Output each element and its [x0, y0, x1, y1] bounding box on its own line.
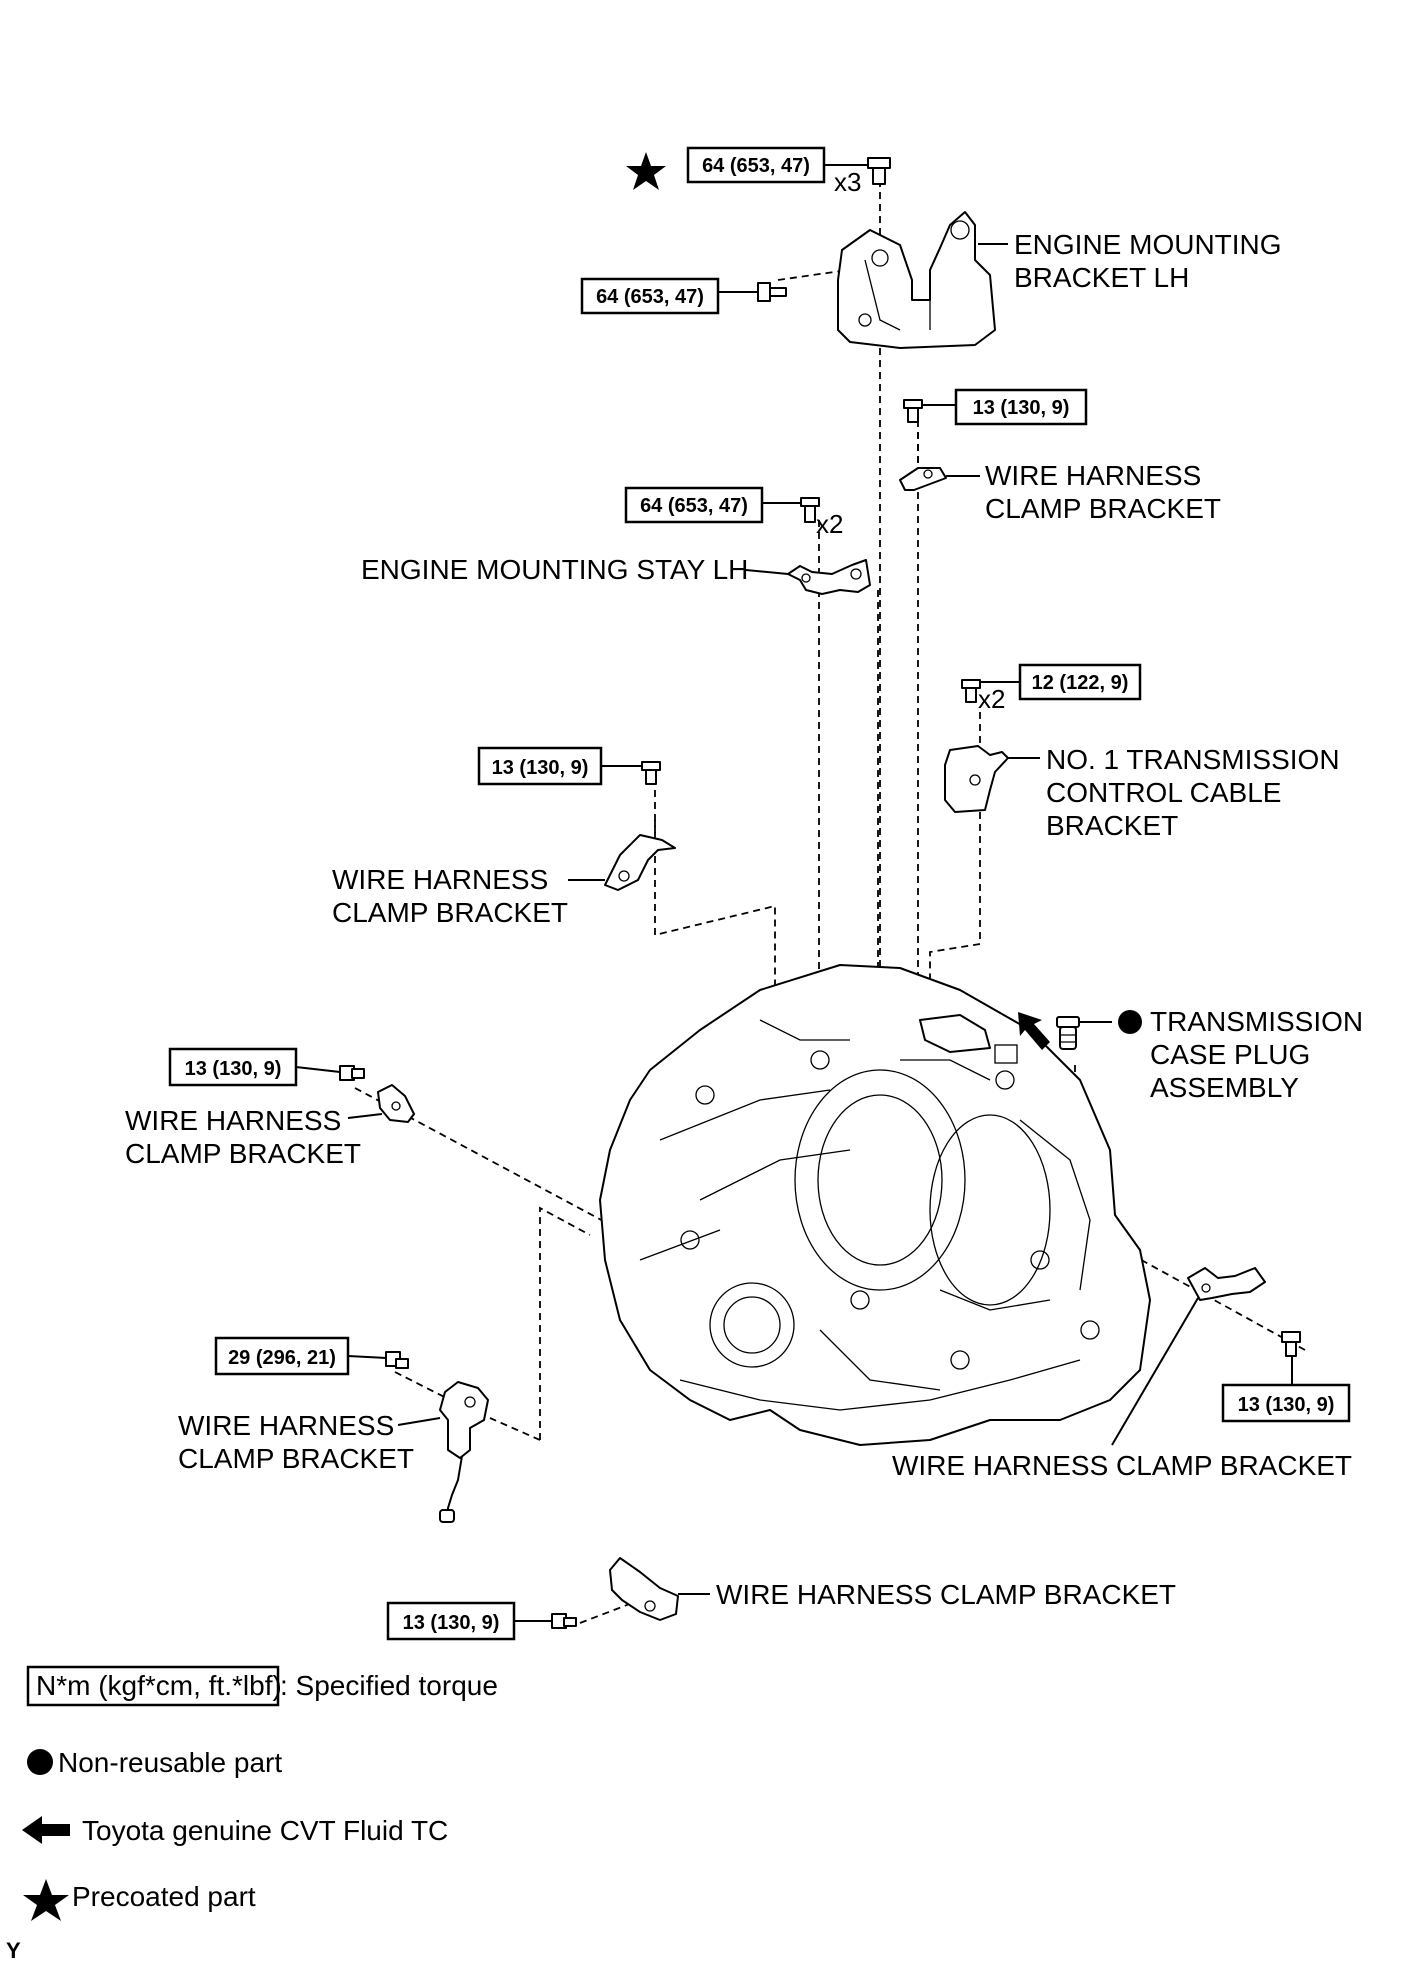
- label-case-plug-3: ASSEMBLY: [1150, 1072, 1299, 1103]
- arrow-left-icon: [22, 1816, 70, 1844]
- label-case-plug-2: CASE PLUG: [1150, 1039, 1310, 1070]
- legend-torque-text: : Specified torque: [280, 1670, 498, 1701]
- torque-mid-clamp: 13 (130, 9): [492, 757, 589, 779]
- transmission-case-plug: [1018, 1012, 1080, 1050]
- part-labels: ENGINE MOUNTING BRACKET LH WIRE HARNESS …: [125, 229, 1363, 1610]
- cable-bracket: [944, 745, 1009, 813]
- engine-mounting-stay-lh: [787, 559, 871, 595]
- torque-cable-bracket: 12 (122, 9): [1032, 672, 1129, 694]
- legend-torque-units: N*m (kgf*cm, ft.*lbf): [36, 1670, 282, 1701]
- bolt-right-clamp: [1281, 1331, 1301, 1357]
- label-engine-mounting-bracket-1: ENGINE MOUNTING: [1014, 229, 1282, 260]
- label-case-plug-1: TRANSMISSION: [1150, 1006, 1363, 1037]
- bolt-bracket-side: [757, 282, 787, 302]
- label-cable-bracket-1: NO. 1 TRANSMISSION: [1046, 744, 1340, 775]
- bolt-lower-left-clamp: [385, 1351, 409, 1369]
- qty-cable-bracket: x2: [978, 684, 1005, 714]
- label-wh-clamp-bottom: WIRE HARNESS CLAMP BRACKET: [716, 1579, 1176, 1610]
- torque-box-right: [1221, 1383, 1351, 1423]
- bolt-mid-clamp: [641, 761, 661, 785]
- bolt-bottom-clamp: [551, 1613, 577, 1629]
- torque-stay: 64 (653, 47): [640, 495, 748, 517]
- label-cable-bracket-2: CONTROL CABLE: [1046, 777, 1281, 808]
- label-wh-clamp-left-2: CLAMP BRACKET: [125, 1138, 361, 1169]
- torque-callouts: 64 (653, 47) x3 64 (653, 47) 13 (130, 9)…: [168, 146, 1351, 1641]
- wh-clamp-bracket-lower: [439, 1381, 489, 1523]
- qty-top: x3: [834, 167, 861, 197]
- label-wh-clamp-mid-2: CLAMP BRACKET: [332, 897, 568, 928]
- wh-clamp-bracket-left: [377, 1084, 415, 1123]
- transmission-assembly: [599, 964, 1151, 1446]
- label-cable-bracket-3: BRACKET: [1046, 810, 1178, 841]
- legend-torque-box: [26, 1665, 280, 1707]
- label-engine-mounting-bracket-2: BRACKET LH: [1014, 262, 1189, 293]
- bolt-top: [867, 157, 891, 185]
- corner-mark: Y: [6, 1938, 21, 1963]
- wh-clamp-bracket-upper: [899, 467, 947, 491]
- legend: N*m (kgf*cm, ft.*lbf) : Specified torque…: [6, 1665, 498, 1963]
- label-wh-clamp-upper-1: WIRE HARNESS: [985, 460, 1201, 491]
- torque-box-upper-clamp: [954, 388, 1088, 426]
- torque-right: 13 (130, 9): [1238, 1394, 1335, 1416]
- torque-upper-clamp: 13 (130, 9): [973, 397, 1070, 419]
- engine-mounting-bracket-lh: [837, 211, 996, 349]
- legend-precoated: Precoated part: [72, 1881, 256, 1912]
- filled-circle-icon: [27, 1749, 53, 1775]
- torque-lower-left: 29 (296, 21): [228, 1347, 336, 1369]
- bolts: [339, 157, 1301, 1629]
- qty-stay: x2: [816, 509, 843, 539]
- label-wh-clamp-right: WIRE HARNESS CLAMP BRACKET: [892, 1450, 1352, 1481]
- torque-left-clamp: 13 (130, 9): [185, 1058, 282, 1080]
- wh-clamp-bracket-right: [1187, 1267, 1266, 1301]
- bolt-upper-clamp: [903, 399, 923, 423]
- torque-box-stay: [624, 486, 764, 524]
- label-wh-clamp-lower-1: WIRE HARNESS: [178, 1410, 394, 1441]
- legend-fluid: Toyota genuine CVT Fluid TC: [82, 1815, 448, 1846]
- star-icon: [23, 1879, 69, 1921]
- label-wh-clamp-upper-2: CLAMP BRACKET: [985, 493, 1221, 524]
- label-wh-clamp-lower-2: CLAMP BRACKET: [178, 1443, 414, 1474]
- torque-box-bracket-side: [580, 277, 720, 315]
- label-engine-mounting-stay: ENGINE MOUNTING STAY LH: [361, 554, 748, 585]
- torque-box-lower-left: [214, 1336, 350, 1376]
- filled-circle-icon: [1118, 1010, 1142, 1034]
- wh-clamp-bracket-bottom: [609, 1557, 679, 1621]
- bolt-left-clamp: [339, 1065, 365, 1081]
- star-icon: [626, 152, 666, 190]
- label-wh-clamp-left-1: WIRE HARNESS: [125, 1105, 341, 1136]
- torque-top: 64 (653, 47): [702, 155, 810, 177]
- legend-non-reusable: Non-reusable part: [58, 1747, 282, 1778]
- wh-clamp-bracket-mid: [604, 834, 676, 891]
- torque-bottom: 13 (130, 9): [403, 1612, 500, 1634]
- fluid-arrow-icon: [1018, 1012, 1050, 1050]
- label-wh-clamp-mid-1: WIRE HARNESS: [332, 864, 548, 895]
- bolt-cable-bracket: [961, 679, 981, 703]
- torque-bracket-side: 64 (653, 47): [596, 286, 704, 308]
